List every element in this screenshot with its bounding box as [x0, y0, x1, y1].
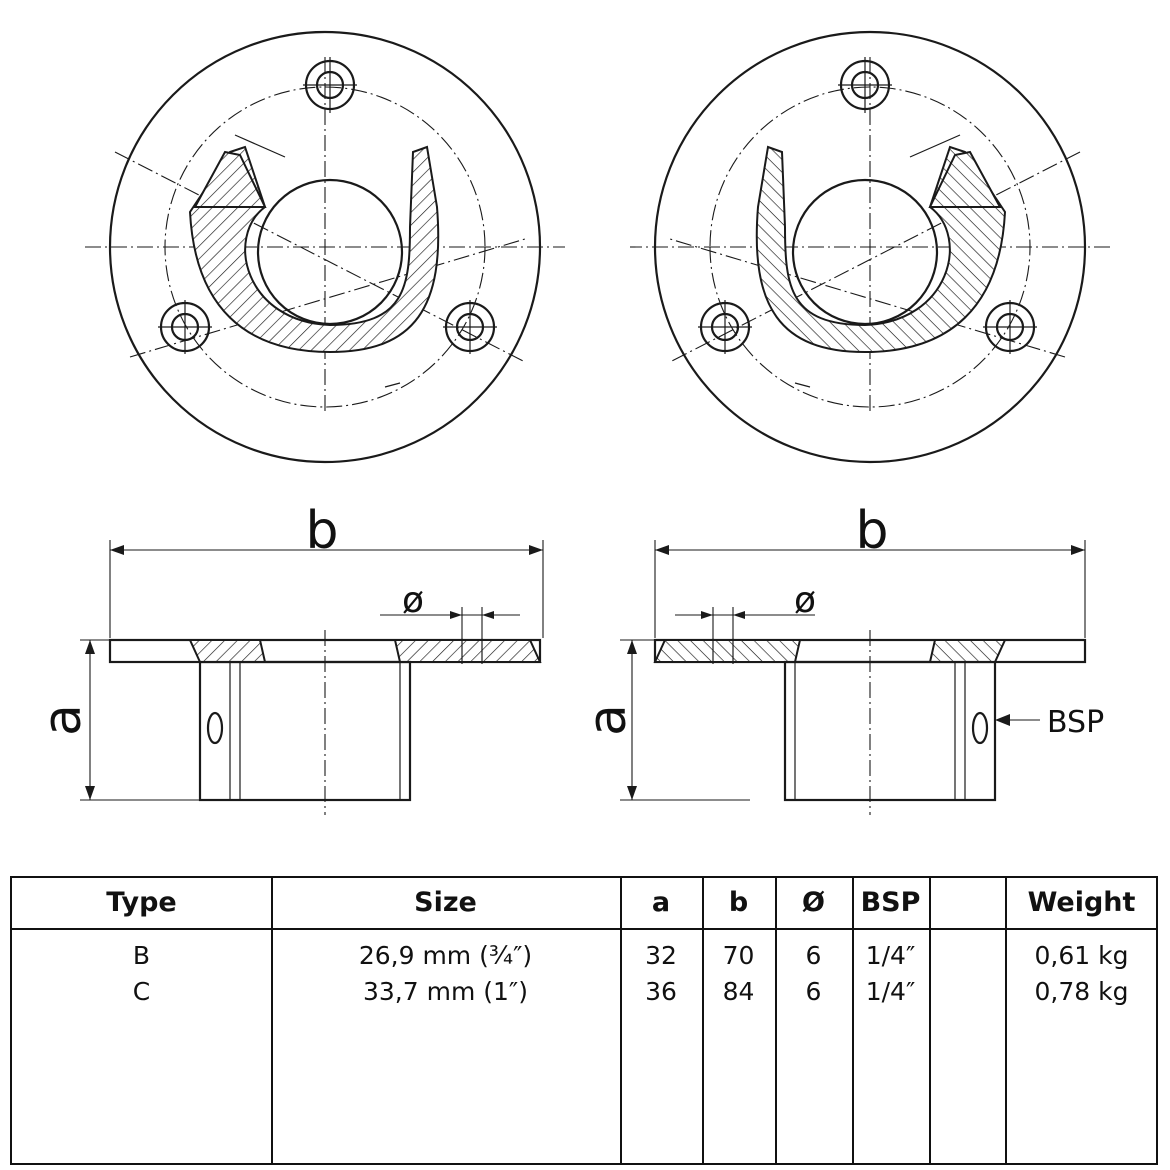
thread-label-bsp: BSP [1047, 705, 1104, 740]
header-dia: Ø [802, 887, 825, 918]
header-a: a [651, 887, 671, 918]
cell-bsp: 1/4″ [865, 941, 916, 970]
header-size: Size [414, 887, 477, 918]
cell-a: 36 [645, 977, 677, 1006]
cell-b: 84 [722, 977, 755, 1006]
cell-type: B [132, 941, 151, 970]
dim-label-b-left: b [305, 501, 338, 561]
dim-label-dia-right: ø [794, 580, 816, 621]
header-type: Type [106, 887, 177, 918]
column-divider [929, 878, 931, 1163]
dim-label-a-left: a [33, 704, 93, 736]
cell-weight: 0,61 kg [1034, 941, 1129, 970]
column-divider [271, 878, 273, 1163]
cell-weight: 0,78 kg [1034, 977, 1129, 1006]
cell-dia: 6 [805, 977, 822, 1006]
cell-type: C [132, 977, 151, 1006]
top-view-right [628, 30, 1112, 464]
cell-b: 70 [722, 941, 755, 970]
cell-dia: 6 [805, 941, 822, 970]
dim-label-a-right: a [578, 704, 638, 736]
side-view-right [653, 540, 1087, 817]
header-bsp: BSP [860, 887, 921, 918]
header-weight: Weight [1027, 887, 1136, 918]
spec-table: Type Size a b Ø BSP Weight B 26,9 mm (¾″… [10, 876, 1158, 1165]
cell-blank [929, 938, 1005, 974]
dim-a-right [620, 639, 750, 801]
column-divider [620, 878, 622, 1163]
top-view-left [83, 30, 567, 464]
cell-size: 33,7 mm (1″) [362, 977, 528, 1006]
column-divider [702, 878, 704, 1163]
cell-blank [929, 974, 1005, 1010]
column-divider [1005, 878, 1007, 1163]
cell-size: 26,9 mm (¾″) [358, 941, 533, 970]
cell-a: 32 [645, 941, 677, 970]
side-view-left [80, 540, 544, 817]
column-divider [852, 878, 854, 1163]
bsp-arrow-head [995, 714, 1010, 726]
dim-label-b-right: b [855, 501, 888, 561]
dim-label-dia-left: ø [402, 580, 424, 621]
header-rule [12, 928, 1156, 930]
header-b: b [728, 887, 749, 918]
cell-bsp: 1/4″ [865, 977, 916, 1006]
column-divider [775, 878, 777, 1163]
header-blank [929, 878, 1005, 928]
technical-drawing: b ø a b ø a BSP [33, 30, 1112, 817]
